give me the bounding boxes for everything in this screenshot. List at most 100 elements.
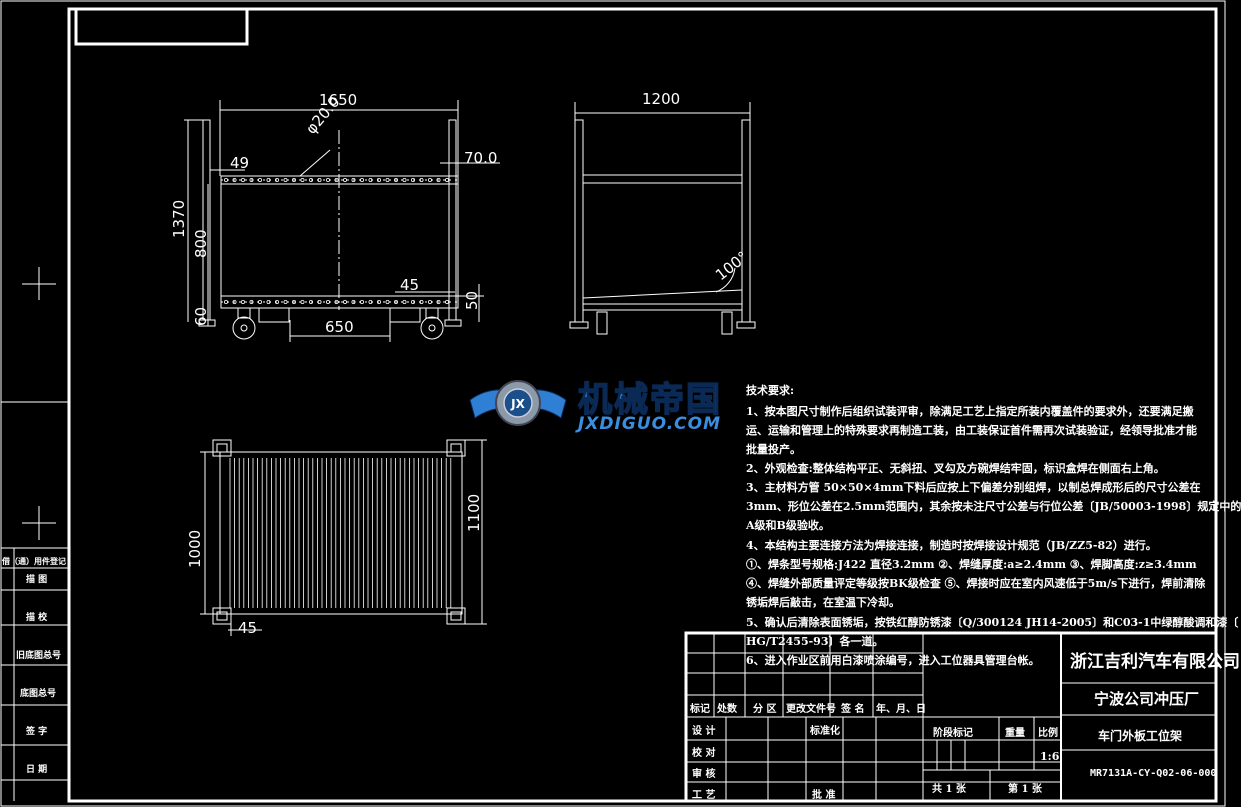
hole-mark <box>266 177 271 182</box>
hole-mark <box>376 299 381 304</box>
top-view-slats <box>229 458 452 608</box>
dim-front-50: 50 <box>463 290 481 310</box>
hole-mark <box>232 299 237 304</box>
hole-mark <box>436 177 441 182</box>
tech-note-line: 6、进入作业区前用白漆喷涂编号，进入工位器具管理台帐。 <box>746 654 1040 667</box>
logo-text-en: JXDIGUO.COM <box>578 414 722 434</box>
front-view <box>184 100 500 342</box>
tech-note-line: 2、外观检查:整体结构平正、无斜扭、叉勾及方碗焊结牢固，标识盒焊在侧面右上角。 <box>746 462 1165 475</box>
hole-mark <box>274 177 279 182</box>
hole-mark <box>334 299 339 304</box>
company-name: 浙江吉利汽车有限公司 <box>1070 652 1240 672</box>
hole-mark <box>291 177 296 182</box>
tech-note-line: A级和B级验收。 <box>746 519 830 532</box>
hole-mark <box>317 299 322 304</box>
hole-mark <box>359 177 364 182</box>
tech-note-line: 5、确认后清除表面锈垢，按铁红醇防锈漆〔Q/300124 JH14-2005〕和… <box>746 616 1239 629</box>
hole-mark <box>419 299 424 304</box>
hole-mark <box>325 177 330 182</box>
hole-mark <box>444 299 449 304</box>
front-hole-row-bottom <box>223 299 449 304</box>
hole-mark <box>410 299 415 304</box>
hole-mark <box>427 299 432 304</box>
scale-value: 1:6 <box>1040 750 1060 763</box>
tech-note-line: ①、焊条型号规格:J422 直径3.2mm ②、焊缝厚度:a≥2.4mm ③、焊… <box>746 558 1197 571</box>
approve-label: 批 准 <box>812 790 836 801</box>
drawing-number: MR7131A-CY-Q02-06-000 <box>1090 768 1217 779</box>
side-view <box>569 102 756 335</box>
hole-mark <box>376 177 381 182</box>
hole-mark <box>385 299 390 304</box>
strip-label: 描 图 <box>26 575 48 585</box>
hole-mark <box>266 299 271 304</box>
dim-front-800: 800 <box>192 229 210 258</box>
hole-mark <box>334 177 339 182</box>
hole-mark <box>368 299 373 304</box>
part-name: 车门外板工位架 <box>1098 729 1183 743</box>
hole-mark <box>359 299 364 304</box>
hole-mark <box>240 299 245 304</box>
hole-mark <box>257 177 262 182</box>
dim-front-49: 49 <box>230 154 250 172</box>
code-box <box>74 9 249 46</box>
total-sheets: 共 1 张 <box>932 784 966 795</box>
hole-mark <box>232 177 237 182</box>
hole-mark <box>427 177 432 182</box>
dim-front-45: 45 <box>400 276 420 294</box>
dim-side-width: 1200 <box>642 90 681 108</box>
hole-mark <box>283 299 288 304</box>
dim-front-70: 70.0 <box>464 149 498 167</box>
strip-label: 借（通）用件登记 <box>2 556 66 566</box>
tech-note-line: 1、按本图尺寸制作后组织试装评审，除满足工艺上指定所装内覆盖件的要求外，还要满足… <box>746 405 1194 418</box>
hole-mark <box>402 177 407 182</box>
tech-note-line: 3、主材料方管 50×50×4mm下料后应按上下偏差分别组焊，以制总焊成形后的尺… <box>746 481 1201 494</box>
hole-mark <box>385 177 390 182</box>
rev-header: 年、月、日 <box>876 704 926 715</box>
top-view <box>200 439 487 636</box>
tech-note-line: 3mm、形位公差在2.5mm范围内，其余按未注尺寸公差与行位公差〔JB/5000… <box>746 500 1241 513</box>
hole-mark <box>402 299 407 304</box>
std-label: 标准化 <box>810 726 840 737</box>
tech-note-line: 锈垢焊后敲击，在室温下冷却。 <box>746 596 900 609</box>
hole-mark <box>240 177 245 182</box>
svg-text:JX: JX <box>510 397 525 411</box>
hole-mark <box>223 299 228 304</box>
hole-mark <box>223 177 228 182</box>
role-label-review: 审 核 <box>692 769 716 780</box>
dim-top-45: 45 <box>238 619 258 637</box>
crosshair-icon <box>22 267 56 540</box>
hole-mark <box>393 299 398 304</box>
hole-mark <box>308 177 313 182</box>
hole-mark <box>300 299 305 304</box>
role-label-design: 设 计 <box>692 726 716 737</box>
rev-header: 标记 <box>690 704 710 715</box>
hole-mark <box>300 177 305 182</box>
dim-front-60: 60 <box>192 306 210 326</box>
hole-mark <box>249 299 254 304</box>
tech-note-line: HG/T2455-93〕各一道。 <box>746 635 884 648</box>
strip-label: 签 字 <box>26 727 48 737</box>
hole-mark <box>436 299 441 304</box>
inner-frame <box>67 7 1218 803</box>
dim-front-height: 1370 <box>170 199 188 238</box>
strip-label: 日 期 <box>26 765 48 775</box>
dim-top-1000: 1000 <box>186 529 204 568</box>
sheet-number: 第 1 张 <box>1008 784 1042 795</box>
hole-mark <box>342 299 347 304</box>
plant-name: 宁波公司冲压厂 <box>1094 690 1200 708</box>
hole-mark <box>368 177 373 182</box>
hole-mark <box>317 177 322 182</box>
title-block <box>684 631 1216 801</box>
strip-label: 底图总号 <box>20 689 57 699</box>
hole-mark <box>291 299 296 304</box>
role-label-process: 工 艺 <box>692 790 716 801</box>
scale-label: 比例 <box>1038 728 1058 739</box>
tech-note-line: 运、运输和管理上的特殊要求再制造工装，由工装保证首件需再次试装验证，经领导批准才… <box>746 424 1197 437</box>
hole-mark <box>419 177 424 182</box>
hole-mark <box>325 299 330 304</box>
dim-front-650: 650 <box>325 318 354 336</box>
hole-mark <box>249 177 254 182</box>
strip-label: 描 校 <box>26 613 48 623</box>
